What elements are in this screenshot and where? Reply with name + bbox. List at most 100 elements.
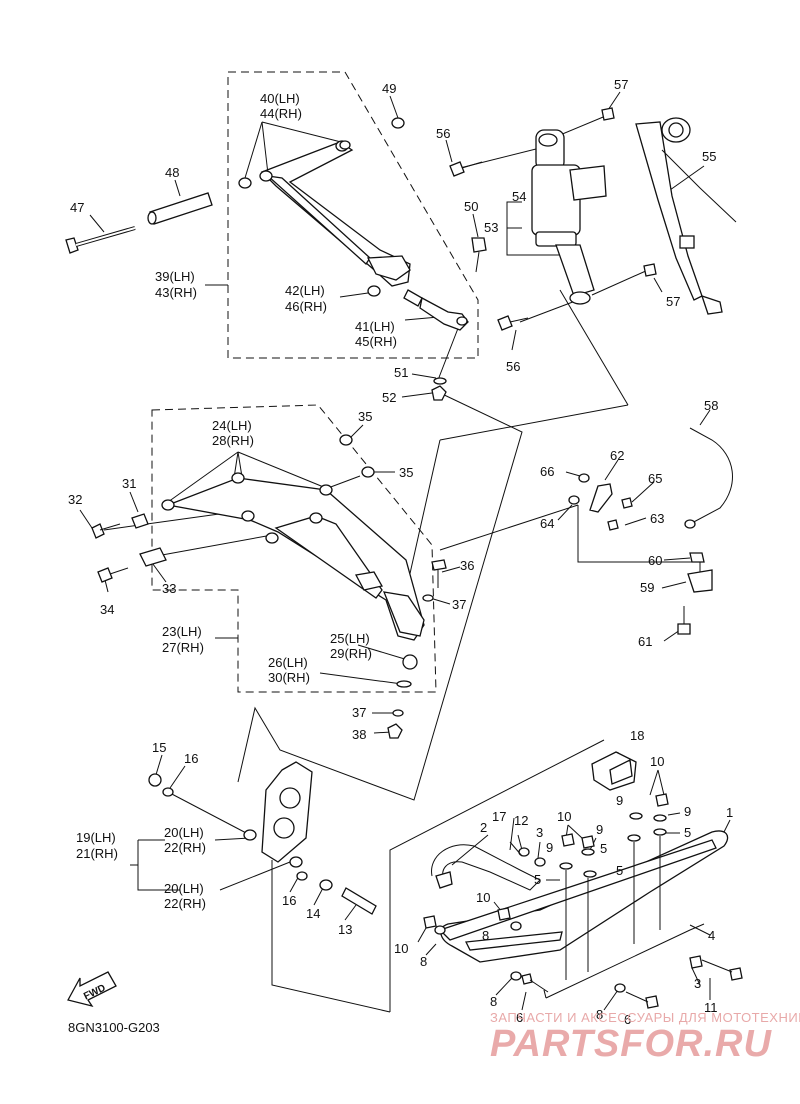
callout-63: 63 xyxy=(650,511,664,526)
callout-8-a: 8 xyxy=(482,928,489,943)
callout-20-top: 20(LH) xyxy=(164,825,204,840)
callout-57-top: 57 xyxy=(614,77,628,92)
shock-absorber-53 xyxy=(531,129,595,305)
callout-25: 25(LH) xyxy=(330,631,370,646)
callout-40: 40(LH) xyxy=(260,91,300,106)
callout-16-top: 16 xyxy=(184,751,198,766)
callout-37-mid: 37 xyxy=(452,597,466,612)
callout-42: 42(LH) xyxy=(285,283,325,298)
callout-39: 39(LH) xyxy=(155,269,195,284)
callout-35-mid: 35 xyxy=(399,465,413,480)
callout-5-d: 5 xyxy=(534,872,541,887)
callout-56-top: 56 xyxy=(436,126,450,141)
callout-5-c: 5 xyxy=(616,863,623,878)
callout-14: 14 xyxy=(306,906,320,921)
callout-58: 58 xyxy=(704,398,718,413)
linkage-62-66 xyxy=(568,473,633,531)
callout-52: 52 xyxy=(382,390,396,405)
callout-51: 51 xyxy=(394,365,408,380)
callout-22-bottom: 22(RH) xyxy=(164,896,206,911)
callout-3-top: 3 xyxy=(536,825,543,840)
callout-29: 29(RH) xyxy=(330,646,372,661)
ski-handle-2 xyxy=(431,844,541,891)
callout-43: 43(RH) xyxy=(155,285,197,300)
callout-1: 1 xyxy=(726,805,733,820)
diagram-code: 8GN3100-G203 xyxy=(68,1020,160,1035)
callout-23: 23(LH) xyxy=(162,624,202,639)
callout-48: 48 xyxy=(165,165,179,180)
callout-57-bottom: 57 xyxy=(666,294,680,309)
callout-34: 34 xyxy=(100,602,114,617)
callout-56-bottom: 56 xyxy=(506,359,520,374)
callout-19: 19(LH) xyxy=(76,830,116,845)
bolt-36-washer-37 xyxy=(422,559,447,602)
callout-33: 33 xyxy=(162,581,176,596)
callout-13: 13 xyxy=(338,922,352,937)
callout-54: 54 xyxy=(512,189,526,204)
sleeve-54 xyxy=(569,165,607,201)
lower-a-arm xyxy=(161,472,425,641)
brackets-59-60-61 xyxy=(677,552,713,635)
callout-5-b: 5 xyxy=(600,841,607,856)
lower-arm-group-outline xyxy=(151,404,437,693)
callout-2: 2 xyxy=(480,820,487,835)
callout-45: 45(RH) xyxy=(355,334,397,349)
ski-saddle-18 xyxy=(591,751,637,791)
callout-66: 66 xyxy=(540,464,554,479)
callout-5-a: 5 xyxy=(684,825,691,840)
callout-64: 64 xyxy=(540,516,554,531)
bushings-40-44 xyxy=(238,117,405,189)
callout-36: 36 xyxy=(460,558,474,573)
callout-53: 53 xyxy=(484,220,498,235)
callout-6-a: 6 xyxy=(516,1010,523,1025)
watermark: ЗАПЧАСТИ И АКСЕССУАРЫ ДЛЯ МОТОТЕХНИКИ PA… xyxy=(490,1010,800,1065)
collars-31-33-bolts-32-34 xyxy=(91,513,167,583)
callout-4: 4 xyxy=(708,928,715,943)
fwd-arrow-icon: FWD xyxy=(67,971,117,1008)
callout-9-d: 9 xyxy=(546,840,553,855)
callout-labels: 40(LH) 44(RH) 49 48 47 50 39(LH) 43(RH) … xyxy=(68,77,733,1027)
bolt-47 xyxy=(65,226,136,254)
callout-3-bottom: 3 xyxy=(694,976,701,991)
callout-10-top: 10 xyxy=(650,754,664,769)
bolts-56-nuts-57 xyxy=(449,107,657,331)
callout-16-bottom: 16 xyxy=(282,893,296,908)
callout-62: 62 xyxy=(610,448,624,463)
callout-18: 18 xyxy=(630,728,644,743)
callout-50: 50 xyxy=(464,199,478,214)
callout-11: 11 xyxy=(704,1000,718,1015)
washer-42-46 xyxy=(367,285,381,297)
callout-24: 24(LH) xyxy=(212,418,252,433)
callout-44: 44(RH) xyxy=(260,106,302,121)
ski-fasteners xyxy=(423,793,743,1009)
cable-58 xyxy=(684,427,733,529)
pump-gauge-55 xyxy=(635,117,737,315)
callout-8-b: 8 xyxy=(420,954,427,969)
callout-26: 26(LH) xyxy=(268,655,308,670)
callout-28: 28(RH) xyxy=(212,433,254,448)
callout-10-left: 10 xyxy=(476,890,490,905)
upper-a-arm xyxy=(259,140,411,287)
collar-48 xyxy=(147,192,213,225)
ball-joint-25-29-26-30 xyxy=(387,654,418,739)
callout-8-c: 8 xyxy=(490,994,497,1009)
callout-61: 61 xyxy=(638,634,652,649)
callout-37-low: 37 xyxy=(352,705,366,720)
callout-65: 65 xyxy=(648,471,662,486)
callout-47: 47 xyxy=(70,200,84,215)
callout-17: 17 xyxy=(492,809,506,824)
watermark-tagline: ЗАПЧАСТИ И АКСЕССУАРЫ ДЛЯ МОТОТЕХНИКИ xyxy=(490,1010,800,1025)
callout-59: 59 xyxy=(640,580,654,595)
callout-49: 49 xyxy=(382,81,396,96)
callout-35-top: 35 xyxy=(358,409,372,424)
callout-60: 60 xyxy=(648,553,662,568)
callout-20-bottom: 20(LH) xyxy=(164,881,204,896)
callout-10-bottom: 10 xyxy=(394,941,408,956)
callout-27: 27(RH) xyxy=(162,640,204,655)
callout-55: 55 xyxy=(702,149,716,164)
watermark-brand: PARTSFOR.RU xyxy=(490,1023,772,1065)
callout-10-mid: 10 xyxy=(557,809,571,824)
callout-9-b: 9 xyxy=(684,804,691,819)
ski-runner-4 xyxy=(543,923,705,999)
